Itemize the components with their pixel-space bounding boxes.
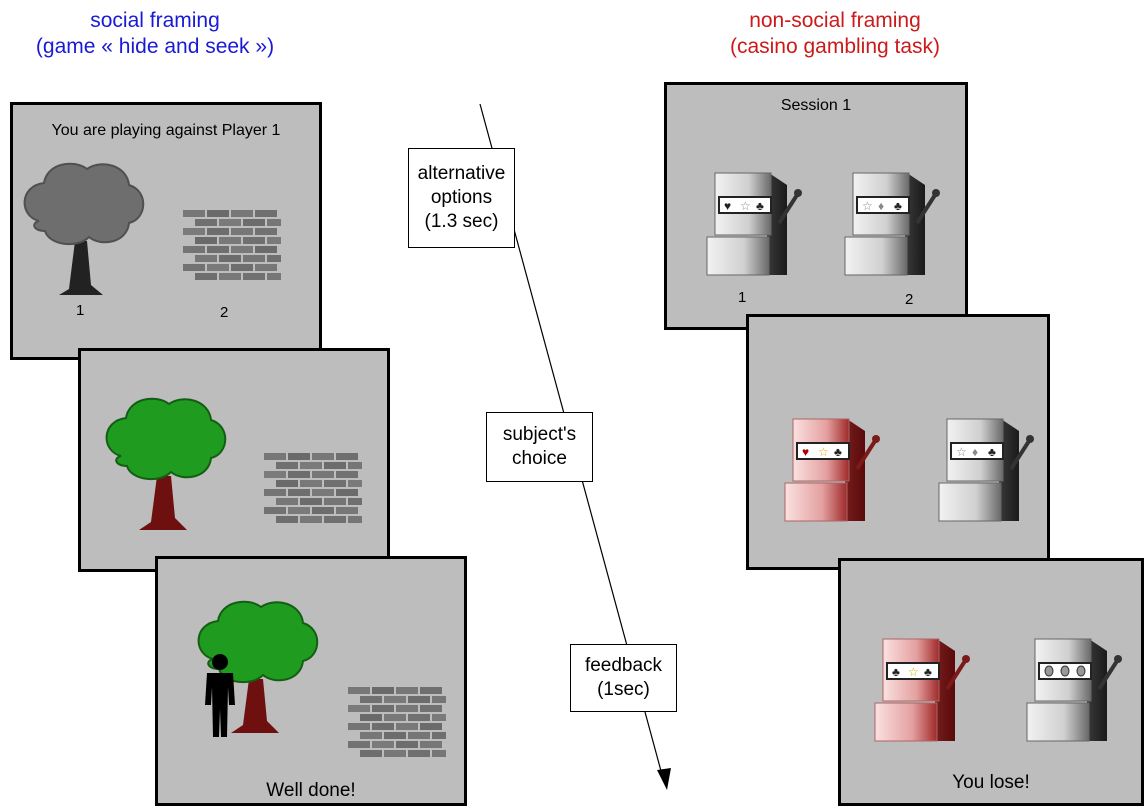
step-3-line-2: (1sec) xyxy=(597,679,650,700)
svg-text:♥: ♥ xyxy=(802,445,809,459)
svg-text:♣: ♣ xyxy=(756,199,764,213)
social-option-label-1: 1 xyxy=(76,302,85,319)
svg-text:♥: ♥ xyxy=(724,199,731,213)
nonsocial-option-label-1: 1 xyxy=(738,289,747,306)
social-screen-1: You are playing against Player 1 1 2 xyxy=(10,102,322,360)
slot-machine-icon: ☆ ♦ ♣ xyxy=(938,418,1034,522)
nonsocial-framing-subtitle: (casino gambling task) xyxy=(729,35,941,58)
tree-green-icon xyxy=(105,397,227,530)
social-screen-3: Well done! xyxy=(155,556,467,806)
nonsocial-feedback-text: You lose! xyxy=(952,772,1030,793)
svg-text:♦: ♦ xyxy=(878,199,884,213)
step-subjects-choice: subject's choice xyxy=(486,412,593,482)
slot-machine-icon xyxy=(1026,638,1122,742)
svg-text:♣: ♣ xyxy=(892,665,900,679)
tree-canopy xyxy=(105,397,227,481)
svg-text:☆: ☆ xyxy=(956,445,967,459)
social-option-label-2: 2 xyxy=(220,304,229,321)
social-screen-1-header: You are playing against Player 1 xyxy=(51,122,281,139)
tree-canopy xyxy=(23,162,145,246)
step-1-line-1: alternative xyxy=(417,163,506,184)
svg-text:♣: ♣ xyxy=(834,445,842,459)
svg-text:♣: ♣ xyxy=(924,665,932,679)
nonsocial-framing-heading: non-social framing (casino gambling task… xyxy=(690,8,980,60)
svg-text:☆: ☆ xyxy=(908,665,919,679)
timeline-arrowhead xyxy=(657,768,671,790)
svg-text:♦: ♦ xyxy=(972,445,978,459)
social-framing-subtitle: (game « hide and seek ») xyxy=(35,35,275,58)
nonsocial-screen-2: ♥ ☆ ♣ ☆ ♦ ♣ xyxy=(746,314,1050,570)
social-framing-title: social framing xyxy=(90,9,220,32)
slot-machine-red-icon: ♥ ☆ ♣ xyxy=(784,418,880,522)
step-3-line-1: feedback xyxy=(584,655,663,676)
step-2-line-2: choice xyxy=(512,448,567,469)
wall-icon xyxy=(183,210,281,280)
svg-text:♣: ♣ xyxy=(988,445,996,459)
social-framing-heading: social framing (game « hide and seek ») xyxy=(0,8,310,60)
nonsocial-option-label-2: 2 xyxy=(905,291,914,308)
step-2-line-1: subject's xyxy=(502,424,577,445)
step-alternative-options: alternative options (1.3 sec) xyxy=(408,148,515,248)
tree-trunk xyxy=(139,476,187,530)
step-feedback: feedback (1sec) xyxy=(570,644,677,712)
nonsocial-framing-title: non-social framing xyxy=(749,9,921,32)
social-feedback-text: Well done! xyxy=(266,780,356,801)
nonsocial-screen-1: Session 1 ♥ ☆ ♣ ☆ ♦ ♣ 1 2 xyxy=(664,82,968,330)
svg-text:☆: ☆ xyxy=(862,199,873,213)
slot-machine-red-icon: ♣ ☆ ♣ xyxy=(874,638,970,742)
nonsocial-screen-3: ♣ ☆ ♣ You lose! xyxy=(838,558,1144,806)
nonsocial-screen-1-header: Session 1 xyxy=(780,97,852,114)
step-1-line-3: (1.3 sec) xyxy=(424,211,499,232)
slot-machine-icon: ♥ ☆ ♣ xyxy=(706,172,802,276)
tree-grey-icon xyxy=(23,162,145,295)
tree-trunk xyxy=(231,679,279,733)
tree-trunk xyxy=(59,241,103,295)
svg-text:☆: ☆ xyxy=(740,199,751,213)
slot-machine-icon: ☆ ♦ ♣ xyxy=(844,172,940,276)
svg-text:♣: ♣ xyxy=(894,199,902,213)
social-screen-2 xyxy=(78,348,390,572)
wall-icon xyxy=(348,687,446,757)
person-icon xyxy=(205,654,235,737)
wall-icon xyxy=(264,453,362,523)
step-1-line-2: options xyxy=(430,187,493,208)
svg-text:☆: ☆ xyxy=(818,445,829,459)
